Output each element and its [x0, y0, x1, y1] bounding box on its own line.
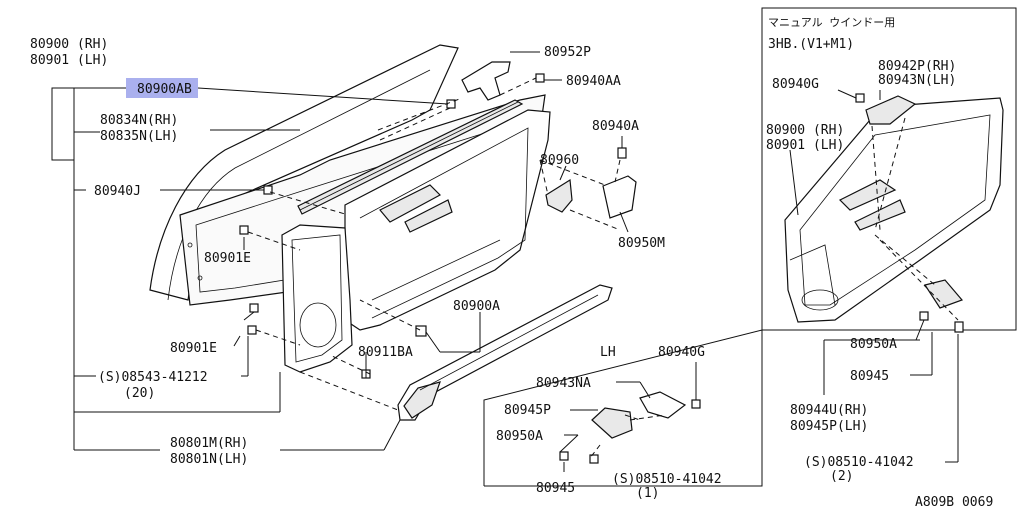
label-inset-screw-qty: (2) — [830, 469, 853, 484]
trim-a-part — [415, 325, 427, 337]
label-lh-45: 80945 — [536, 481, 575, 496]
inset-frame-lh — [483, 329, 763, 487]
label-clip-aa: 80940AA — [566, 74, 621, 89]
clip-aa-part — [535, 73, 545, 83]
label-lh-na: 80943NA — [536, 376, 591, 391]
label-inset-45: 80945 — [850, 369, 889, 384]
bracket-part — [461, 61, 511, 101]
label-clip-e1: 80901E — [204, 251, 251, 266]
label-screw-s: (S)08543-41212 — [98, 370, 208, 385]
highlight-box — [126, 78, 198, 98]
clip-e2-part — [249, 303, 259, 313]
label-seal-lh: 80835N(LH) — [100, 129, 178, 144]
main-leaders — [51, 51, 629, 451]
label-seal-rh: 80834N(RH) — [100, 113, 178, 128]
label-clip-e2: 80901E — [170, 341, 217, 356]
label-inset-44u: 80944U(RH) — [790, 403, 868, 418]
label-pocket-m: 80950M — [618, 236, 665, 251]
label-panel-lh: 80801N(LH) — [170, 452, 248, 467]
label-panel-rh: 80801M(RH) — [170, 436, 248, 451]
label-lh-50a: 80950A — [496, 429, 543, 444]
label-inset-43n: 80943N(LH) — [878, 73, 956, 88]
label-clip-a: 80940A — [592, 119, 639, 134]
label-screw-s-qty: (20) — [124, 386, 155, 401]
label-bracket-p: 80952P — [544, 45, 591, 60]
label-bolt-ba: 80911BA — [358, 345, 413, 360]
door-seal-strip — [297, 99, 524, 215]
label-inset-45p: 80945P(LH) — [790, 419, 868, 434]
label-inset-g: 80940G — [772, 77, 819, 92]
main-dashed-leaders — [247, 77, 621, 411]
label-clip-j: 80940J — [94, 184, 141, 199]
label-inset-screw: (S)08510-41042 — [804, 455, 914, 470]
handle-part — [545, 178, 573, 213]
inset-door-drawing — [784, 93, 1004, 333]
label-lh-screw: (S)08510-41042 — [612, 472, 722, 487]
armrest-panel — [397, 284, 613, 421]
pocket-part — [602, 175, 637, 219]
label-door-lh: 80901 (LH) — [30, 53, 108, 68]
label-lh-clip-g: 80940G — [658, 345, 705, 360]
label-inset-door-rh: 80900 (RH) — [766, 123, 844, 138]
label-lh-p: 80945P — [504, 403, 551, 418]
label-inset-50a: 80950A — [850, 337, 897, 352]
door-trim-panel — [344, 109, 551, 331]
label-lh-title: LH — [600, 345, 616, 360]
inset-frame-manual-window — [761, 7, 1017, 331]
inset-leaders — [789, 89, 959, 463]
label-door-rh: 80900 (RH) — [30, 37, 108, 52]
clip-j-part — [263, 185, 273, 195]
diagram-id: A809B 0069 — [915, 495, 993, 510]
clip-e1-part — [239, 225, 249, 235]
label-lh-screw-qty: (1) — [636, 486, 659, 501]
label-handle: 80960 — [540, 153, 579, 168]
label-inset-42p: 80942P(RH) — [878, 59, 956, 74]
label-inset-title-2: 3HB.(V1+M1) — [768, 37, 854, 52]
label-inset-title-1: マニュアル ウインドー用 — [768, 16, 895, 29]
clip-a-part — [617, 147, 627, 159]
lh-inset-parts — [559, 362, 701, 472]
label-inset-door-lh: 80901 (LH) — [766, 138, 844, 153]
door-inner-panel — [281, 224, 353, 373]
label-trim-ab: 80900AB — [137, 82, 192, 97]
screw-s-part — [247, 325, 257, 335]
label-trim-a: 80900A — [453, 299, 500, 314]
